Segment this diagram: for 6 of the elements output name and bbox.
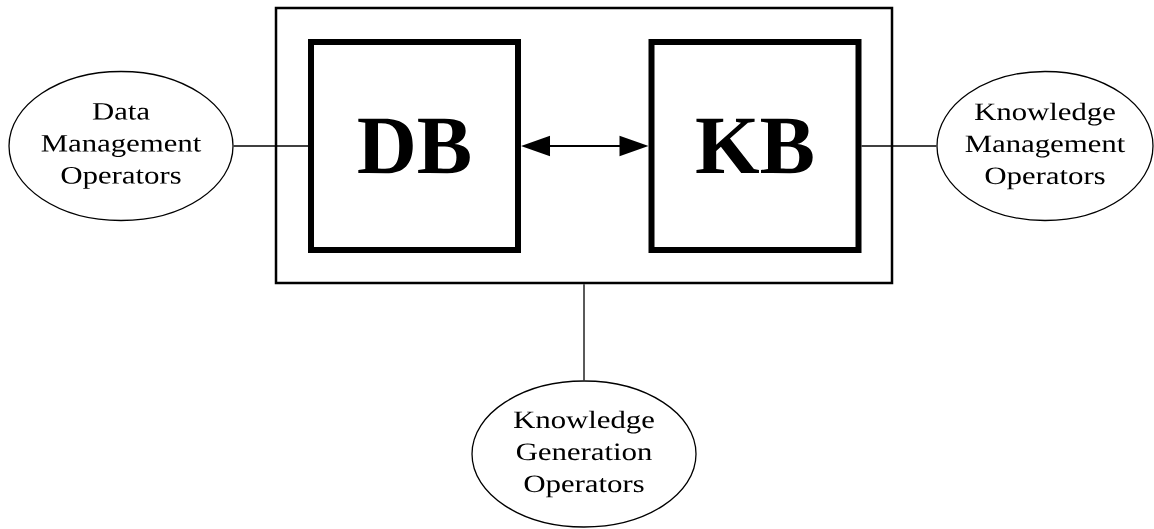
connector-line [583,283,585,381]
component-box: DB [308,39,521,253]
connector-line [860,145,937,147]
container-box [274,6,894,285]
connector-line [233,145,309,147]
component-box: KB [648,39,862,253]
